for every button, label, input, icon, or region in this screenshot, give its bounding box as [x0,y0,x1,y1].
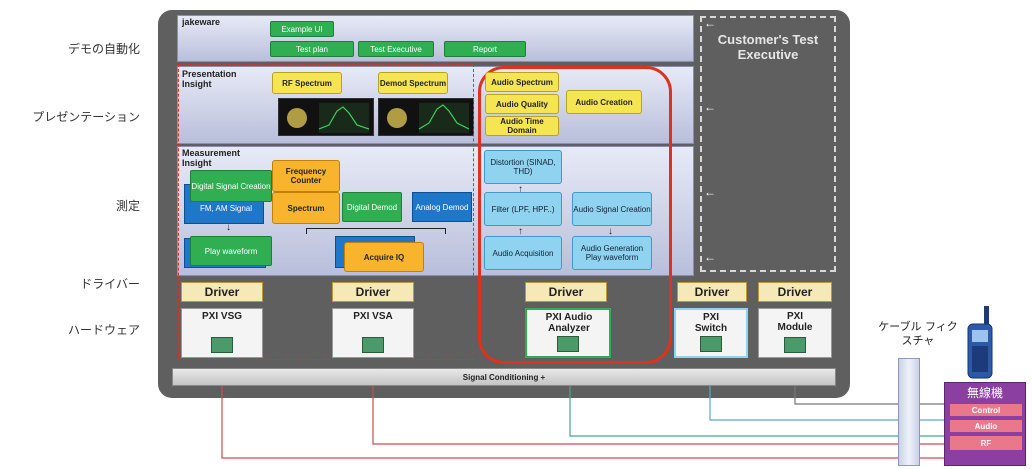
audio-acquisition-box: Audio Acquisition [484,236,562,270]
example-ui-box: Example UI [270,21,334,37]
spectrum-box: Spectrum [272,192,340,224]
driver-switch: Driver [677,282,747,302]
digital-demod-box: Digital Demod [342,192,402,222]
device-audio-port: Audio [950,420,1022,432]
pxi-card-icon [362,337,384,353]
hw-vsa: PXI VSA [332,308,414,358]
driver-vsa: Driver [332,282,414,302]
row-label-presentation: プレゼンテーション [32,110,140,124]
filter-box: Filter (LPF, HPF..) [484,192,562,226]
pxi-card-icon [557,336,579,352]
hw-vsg-label: PXI VSG [202,311,243,322]
demod-spectrum-screenshot [378,98,474,136]
device-rf-port: RF [950,436,1022,450]
digital-signal-creation-box: Digital Signal Creation [190,170,272,202]
audio-quality-box: Audio Quality [485,94,559,114]
driver-audio-analyzer: Driver [525,282,607,302]
row-label-measurement: 測定 [115,199,140,213]
demod-spectrum-box: Demod Spectrum [378,72,448,94]
audio-creation-box: Audio Creation [566,90,642,114]
test-plan-box: Test plan [270,41,354,57]
driver-module: Driver [758,282,832,302]
arrow-up-icon: ↑ [518,226,523,237]
spectrum-plot-icon [387,103,470,133]
arrow-left-icon: ← [704,250,716,264]
jakeware-title: jakeware [182,17,221,27]
customer-test-executive-box [700,16,836,272]
device-title: 無線機 [966,386,1003,400]
report-box: Report [444,41,526,57]
hw-module: PXI Module [758,308,832,358]
device-control-port: Control [950,404,1022,416]
play-waveform-box: Play waveform [190,236,272,266]
pxi-card-icon [700,336,722,352]
row-label-driver: ドライバー [80,277,140,291]
pxi-card-icon [784,337,806,353]
cable-fixture [898,358,920,466]
analog-demod-box: Analog Demod [412,192,472,222]
hw-vsg: PXI VSG [181,308,263,358]
hw-audio-analyzer: PXI Audio Analyzer [525,308,611,358]
fm-am-signal-label: FM, AM Signal [199,204,252,213]
test-executive-box: Test Executive [358,41,434,57]
arrow-left-icon: ← [704,16,716,30]
hw-vsa-label: PXI VSA [353,311,393,322]
arrow-down-icon: ↓ [226,222,231,233]
hw-switch-label: PXI Switch [694,312,728,334]
audio-spectrum-box: Audio Spectrum [485,72,559,92]
rf-dashed-boundary [178,64,474,360]
arrow-left-icon: ← [704,185,716,199]
pxi-card-icon [211,337,233,353]
spectrum-plot-icon [287,103,370,133]
audio-analyzer-highlight [478,66,672,364]
arrow-left-icon: ← [704,100,716,114]
signal-conditioning-bar: Signal Conditioning + [172,368,836,386]
audio-signal-creation-box: Audio Signal Creation [572,192,652,226]
rf-spectrum-screenshot [278,98,374,136]
presentation-title: Presentation Insight [182,69,237,89]
customer-test-executive-label: Customer's Test Executive [717,32,819,62]
jakeware-band [177,15,694,62]
connector-line [306,228,446,234]
arrow-up-icon: ↑ [518,184,523,195]
hw-switch: PXI Switch [674,308,748,358]
cable-fixture-label: ケーブル フィクスチャ [878,320,958,347]
audio-generation-box: Audio Generation Play waveform [572,236,652,270]
arrow-down-icon: ↓ [608,226,613,237]
audio-time-domain-box: Audio Time Domain [485,116,559,136]
radio-icon [966,306,994,380]
row-label-hardware: ハードウェア [67,323,140,337]
measurement-title: Measurement Insight [182,148,241,168]
rf-spectrum-box: RF Spectrum [272,72,342,94]
acquire-iq-box: Acquire IQ [344,242,424,272]
driver-vsg: Driver [181,282,263,302]
hw-module-label: PXI Module [777,311,813,333]
frequency-counter-box: Frequency Counter [272,160,340,192]
distortion-box: Distortion (SINAD, THD) [484,150,562,184]
hw-audio-analyzer-label: PXI Audio Analyzer [545,312,593,334]
row-label-automation: デモの自動化 [67,42,140,56]
